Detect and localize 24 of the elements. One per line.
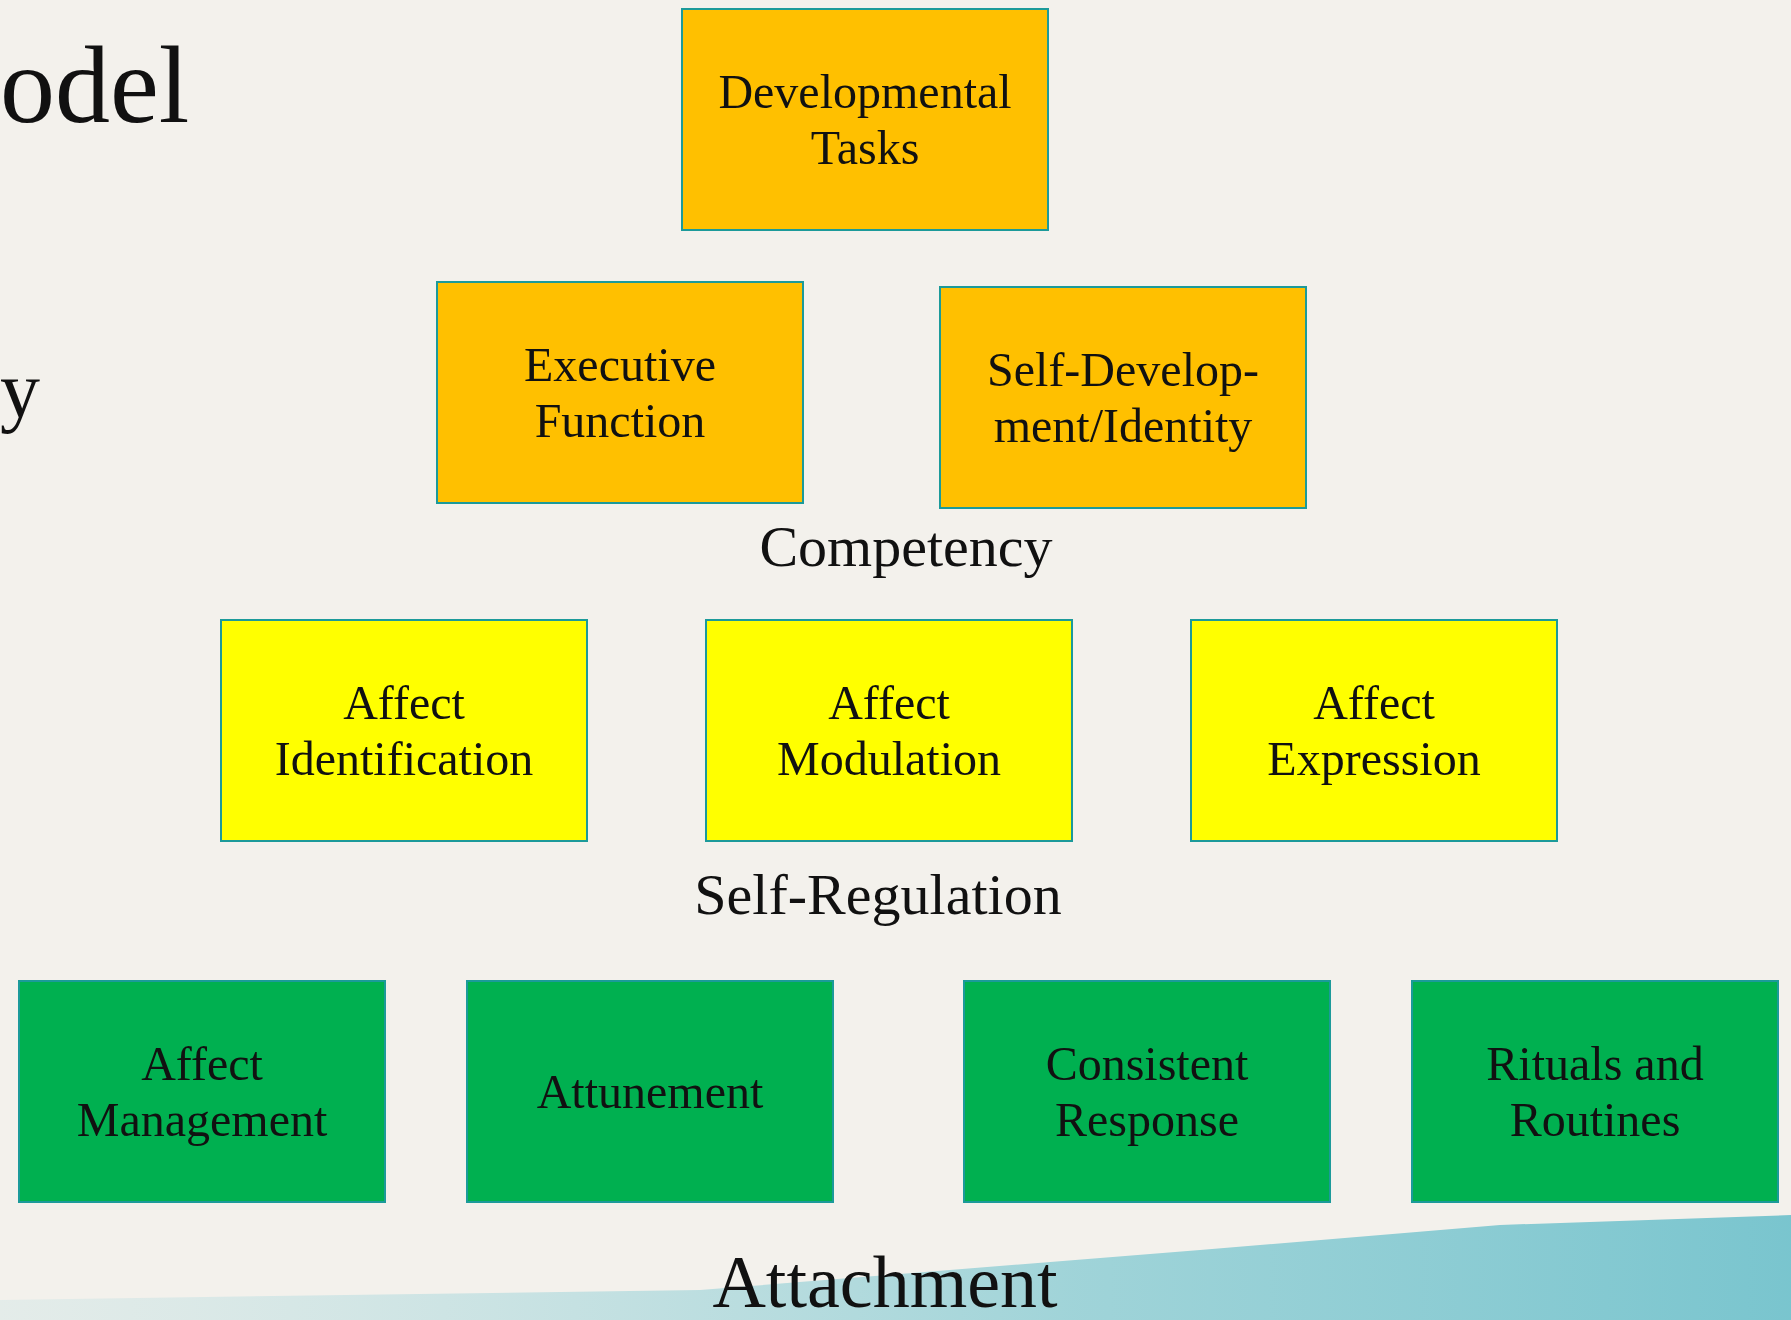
box-label: Consistent Response [1044,1036,1250,1147]
box-label: Affect Identification [273,675,535,786]
concept-box [939,286,1307,509]
box-label: Affect Management [75,1036,329,1147]
concept-box [466,980,834,1203]
concept-box [705,619,1073,842]
box-label: Attunement [536,1063,764,1120]
box-label: Developmental Tasks [718,64,1012,175]
concept-box [436,281,804,504]
level-label: Attachment [712,1245,1058,1319]
level-label: Competency [759,518,1053,576]
concept-box [18,980,386,1203]
box-label: Affect Modulation [776,675,1002,786]
concept-box [220,619,588,842]
concept-box [1190,619,1558,842]
box-label: Affect Expression [1266,675,1482,786]
title-fragment: odel [0,30,190,140]
level-label: Self-Regulation [694,866,1062,924]
box-label: Rituals and Routines [1485,1036,1705,1147]
box-label: Executive Function [523,337,717,448]
concept-box [1411,980,1779,1203]
concept-box [963,980,1331,1203]
box-label: Self-Develop-ment/Identity [986,342,1260,453]
concept-box [681,8,1049,231]
